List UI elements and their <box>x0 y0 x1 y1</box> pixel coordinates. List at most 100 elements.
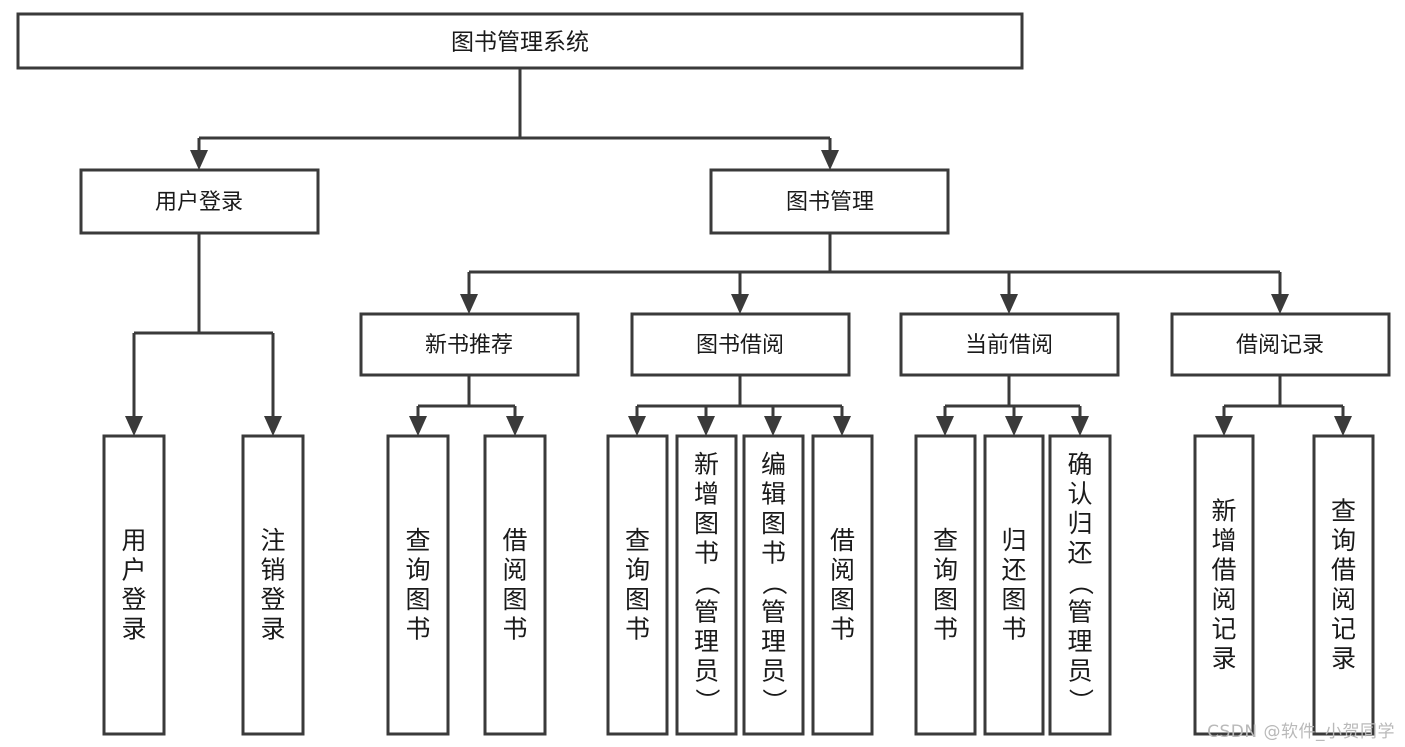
svg-text:阅: 阅 <box>502 556 527 585</box>
svg-text:书: 书 <box>761 539 786 568</box>
svg-text:查: 查 <box>405 526 430 555</box>
svg-text:增: 增 <box>1211 526 1236 555</box>
leaf-node-query-book-current-box[interactable] <box>914 434 977 736</box>
node-current-borrow-label: 当前借阅 <box>965 333 1053 358</box>
node-book-borrow-box[interactable] <box>630 312 851 377</box>
node-book-borrow[interactable]: 图书借阅 <box>630 312 851 377</box>
arrowhead-book-mgmt <box>821 150 839 170</box>
svg-text:管: 管 <box>694 598 719 627</box>
svg-text:增: 增 <box>694 480 719 509</box>
leaf-node-query-book-borrow-box[interactable] <box>606 434 669 736</box>
leaf-node-return-book-box[interactable] <box>983 434 1045 736</box>
leaf-node-add-book-box[interactable] <box>675 434 738 736</box>
node-new-book-recommend[interactable]: 新书推荐 <box>359 312 580 377</box>
svg-text:录: 录 <box>1331 644 1356 673</box>
svg-text:阅: 阅 <box>1211 585 1236 614</box>
svg-text:）: ） <box>759 688 788 713</box>
node-new-book-recommend-box[interactable] <box>359 312 580 377</box>
leaf-node-query-record-box[interactable] <box>1312 434 1375 736</box>
svg-text:询: 询 <box>405 556 430 585</box>
node-new-book-recommend-label: 新书推荐 <box>425 333 513 358</box>
svg-text:借: 借 <box>1331 556 1356 585</box>
svg-text:编: 编 <box>761 450 786 479</box>
node-borrow-record-box[interactable] <box>1170 312 1391 377</box>
svg-text:确: 确 <box>1067 450 1092 479</box>
leaf-node-add-record-box[interactable] <box>1193 434 1255 736</box>
svg-text:借: 借 <box>502 526 527 555</box>
node-user-login-box[interactable] <box>79 168 320 235</box>
svg-text:注: 注 <box>260 526 285 555</box>
arrowhead-borrowrecord-leaf-2 <box>1334 416 1352 436</box>
svg-text:录: 录 <box>121 615 146 644</box>
svg-text:借: 借 <box>1211 556 1236 585</box>
svg-text:归: 归 <box>1001 526 1026 555</box>
svg-text:（: （ <box>759 570 788 595</box>
node-root-box[interactable] <box>16 12 1024 70</box>
leaf-node-query-book-rec-box[interactable] <box>386 434 450 736</box>
svg-text:登: 登 <box>260 585 285 614</box>
arrowhead-newbook-leaf-1 <box>409 416 427 436</box>
svg-text:询: 询 <box>625 556 650 585</box>
svg-text:记: 记 <box>1331 615 1356 644</box>
leaf-node-borrow-book-box[interactable] <box>811 434 874 736</box>
arrowhead-leaf-user-login <box>125 416 143 436</box>
svg-text:理: 理 <box>694 627 719 656</box>
svg-text:书: 书 <box>405 615 430 644</box>
svg-text:（: （ <box>1066 570 1095 595</box>
svg-text:辑: 辑 <box>761 480 786 509</box>
svg-text:理: 理 <box>1067 627 1092 656</box>
svg-text:还: 还 <box>1001 556 1026 585</box>
svg-text:阅: 阅 <box>1331 585 1356 614</box>
svg-text:销: 销 <box>260 556 285 585</box>
node-borrow-record[interactable]: 借阅记录 <box>1170 312 1391 377</box>
svg-text:图: 图 <box>405 585 430 614</box>
node-user-login[interactable]: 用户登录 <box>79 168 320 235</box>
svg-text:图: 图 <box>830 585 855 614</box>
node-current-borrow[interactable]: 当前借阅 <box>899 312 1120 377</box>
arrowhead-bookborrow-leaf-3 <box>764 416 782 436</box>
leaf-node-logout-box[interactable] <box>241 434 305 736</box>
svg-text:询: 询 <box>933 556 958 585</box>
svg-text:员: 员 <box>694 657 719 686</box>
node-root[interactable]: 图书管理系统 <box>16 12 1024 70</box>
leaf-node-user-login-box[interactable] <box>102 434 166 736</box>
svg-text:图: 图 <box>761 509 786 538</box>
node-book-management[interactable]: 图书管理 <box>709 168 950 235</box>
node-root-label: 图书管理系统 <box>451 30 589 56</box>
node-book-management-label: 图书管理 <box>786 190 874 215</box>
svg-text:询: 询 <box>1331 526 1356 555</box>
leaf-node-edit-book-box[interactable] <box>742 434 805 736</box>
svg-text:查: 查 <box>933 526 958 555</box>
leaf-node-confirm-return-box[interactable] <box>1048 434 1112 736</box>
svg-text:员: 员 <box>1067 657 1092 686</box>
arrowhead-currentborrow-leaf-2 <box>1005 416 1023 436</box>
connector-currentborrow-to-leaves <box>936 375 1089 436</box>
svg-text:借: 借 <box>830 526 855 555</box>
svg-text:录: 录 <box>1211 644 1236 673</box>
leaf-node-borrow-book-rec-box[interactable] <box>483 434 547 736</box>
svg-text:书: 书 <box>1001 615 1026 644</box>
svg-text:用: 用 <box>121 526 146 555</box>
node-book-management-box[interactable] <box>709 168 950 235</box>
svg-text:）: ） <box>692 688 721 713</box>
svg-text:员: 员 <box>761 657 786 686</box>
connector-newbook-to-leaves <box>409 375 524 436</box>
svg-text:图: 图 <box>625 585 650 614</box>
arrowhead-current-borrow <box>1000 294 1018 314</box>
node-current-borrow-box[interactable] <box>899 312 1120 377</box>
svg-text:记: 记 <box>1211 615 1236 644</box>
svg-text:阅: 阅 <box>830 556 855 585</box>
svg-text:归: 归 <box>1067 509 1092 538</box>
svg-text:图: 图 <box>1001 585 1026 614</box>
arrowhead-new-book-rec <box>460 294 478 314</box>
svg-text:登: 登 <box>121 585 146 614</box>
arrowhead-user-login <box>190 150 208 170</box>
